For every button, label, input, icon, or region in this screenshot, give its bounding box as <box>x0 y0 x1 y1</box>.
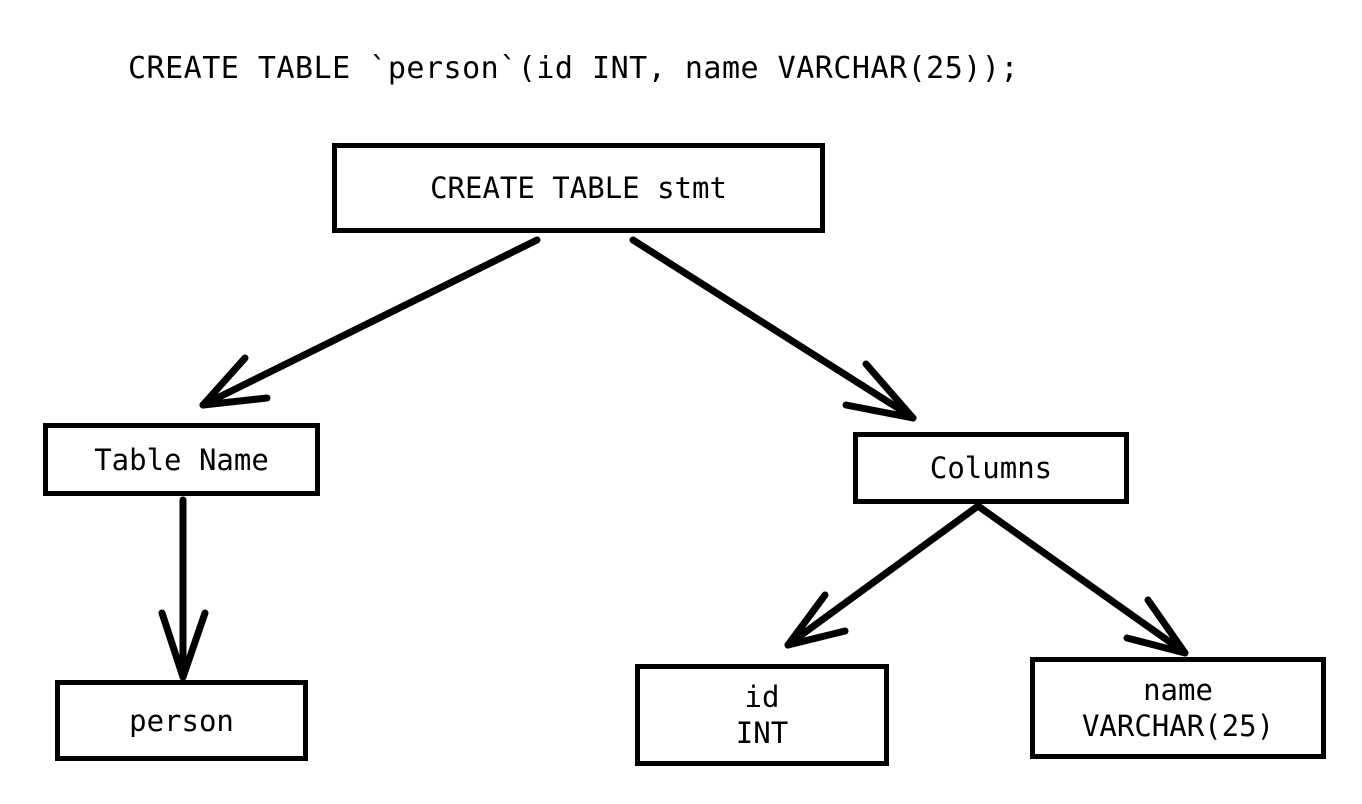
edge-columns-to-col-id <box>784 502 982 649</box>
node-label-line2: VARCHAR(25) <box>1081 709 1275 743</box>
edge-columns-to-col-name <box>974 502 1189 657</box>
edge-table-name-to-person <box>158 496 209 681</box>
node-column-id[interactable]: id INT <box>635 664 889 766</box>
node-column-name[interactable]: name VARCHAR(25) <box>1030 657 1326 759</box>
node-columns[interactable]: Columns <box>853 432 1129 504</box>
node-person[interactable]: person <box>55 680 308 761</box>
node-label-line1: Columns <box>929 451 1053 485</box>
edge-root-to-columns <box>629 236 917 422</box>
node-label-line1: id <box>744 680 780 714</box>
node-label-line1: name <box>1143 673 1213 707</box>
node-label-line1: Table Name <box>94 442 269 477</box>
node-table-name[interactable]: Table Name <box>43 423 320 496</box>
node-label-line1: CREATE TABLE stmt <box>430 171 727 205</box>
edge-root-to-table-name <box>199 236 541 409</box>
node-create-table-stmt[interactable]: CREATE TABLE stmt <box>332 143 825 233</box>
node-label-line1: person <box>129 703 234 738</box>
page-title: CREATE TABLE `person`(id INT, name VARCH… <box>128 51 1019 86</box>
node-label-line2: INT <box>735 716 789 750</box>
